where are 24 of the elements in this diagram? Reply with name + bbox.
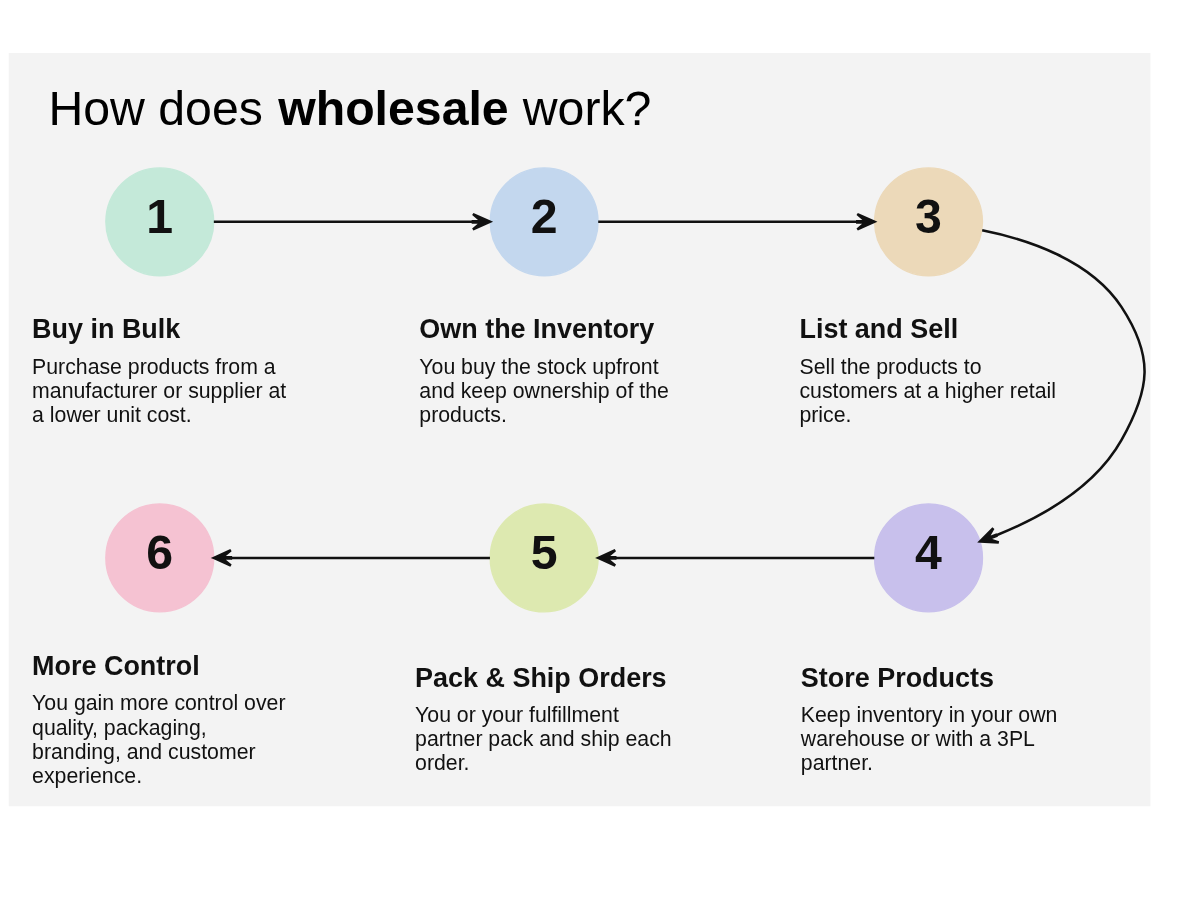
node-label: Pack & Ship Orders (415, 662, 667, 693)
node-label: Sell the products to customers at a higher retail price. (799, 354, 1056, 427)
node-circle: 5 (489, 503, 599, 613)
arrow (598, 212, 876, 231)
node-label: You or your fulfillment partner pack and ship each order. (415, 702, 672, 775)
node-label: You gain more control over quality, packaging, branding, and customer experience. (32, 691, 286, 788)
node-label: Purchase products from a manufacturer or supplier at a lower unit cost. (32, 354, 287, 427)
diagram-title: How does wholesale work? (48, 80, 652, 135)
node-label: Buy in Bulk (32, 314, 181, 345)
node-label: Keep inventory in your own warehouse or with a 3PL partner. (800, 702, 1058, 775)
node-circle: 6 (105, 503, 215, 613)
node-label: More Control (32, 651, 200, 682)
arrow (212, 549, 490, 567)
node-circle: 1 (105, 167, 215, 277)
node-label: Store Products (800, 662, 994, 693)
node-label: You buy the stock upfront and keep ownership of the products. (419, 354, 669, 427)
node-label: Own the Inventory (419, 314, 655, 345)
arrow (596, 549, 875, 567)
node-circle: 4 (873, 503, 984, 613)
arrow (213, 212, 492, 231)
arrow (978, 229, 1146, 544)
node-circle: 2 (489, 167, 599, 277)
node-label: List and Sell (799, 314, 959, 345)
node-circle: 3 (873, 167, 984, 277)
